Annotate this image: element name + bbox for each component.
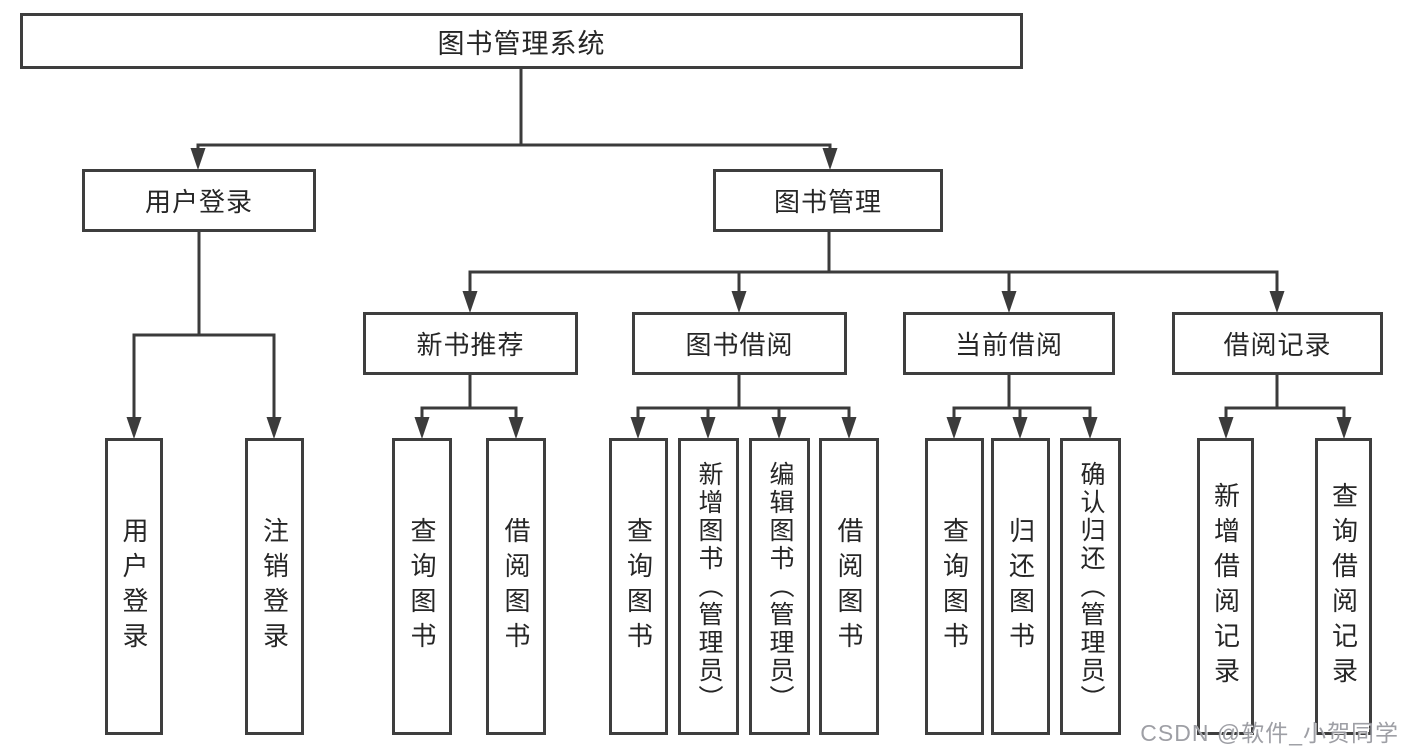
leaf-user-login: 用户登录 [105, 438, 163, 735]
leaf-borrow-books-recommend: 借阅图书 [486, 438, 546, 735]
node-book-management: 图书管理 [713, 169, 943, 232]
connector-book-borrow-to-leaves [630, 375, 857, 439]
node-user-login: 用户登录 [82, 169, 316, 232]
leaf-query-books-borrow: 查询图书 [609, 438, 668, 735]
leaf-logout-label: 注销登录 [259, 516, 290, 657]
leaf-add-borrow-record-label: 新增借阅记录 [1210, 481, 1241, 692]
connector-book-management-to-level2 [462, 232, 1285, 313]
leaf-borrow-books-label: 借阅图书 [834, 516, 864, 657]
leaf-query-books-borrow-label: 查询图书 [623, 516, 654, 657]
node-new-book-recommend-label: 新书推荐 [416, 330, 525, 360]
node-root: 图书管理系统 [20, 13, 1023, 69]
connector-current-borrow-to-leaves [946, 375, 1098, 439]
connector-new-book-to-leaves [414, 375, 524, 439]
leaf-confirm-return-admin-label: 确认归还（管理员） [1077, 460, 1105, 713]
node-user-login-label: 用户登录 [144, 187, 253, 217]
leaf-query-borrow-record-label: 查询借阅记录 [1328, 481, 1359, 692]
leaf-edit-book-admin: 编辑图书（管理员） [749, 438, 810, 735]
node-borrow-records: 借阅记录 [1172, 312, 1383, 375]
leaf-add-book-admin-label: 新增图书（管理员） [695, 460, 723, 713]
connector-root-to-level1 [190, 69, 838, 170]
node-current-borrow-label: 当前借阅 [954, 330, 1063, 360]
leaf-logout: 注销登录 [245, 438, 304, 735]
leaf-return-book: 归还图书 [991, 438, 1050, 735]
leaf-add-book-admin: 新增图书（管理员） [678, 438, 739, 735]
node-borrow-records-label: 借阅记录 [1223, 330, 1332, 360]
leaf-edit-book-admin-label: 编辑图书（管理员） [766, 460, 794, 713]
leaf-query-books-recommend: 查询图书 [392, 438, 452, 735]
leaf-confirm-return-admin: 确认归还（管理员） [1060, 438, 1121, 735]
leaf-add-borrow-record: 新增借阅记录 [1197, 438, 1254, 735]
node-book-borrow: 图书借阅 [632, 312, 847, 375]
connector-user-login-to-leaves [126, 232, 282, 439]
node-root-label: 图书管理系统 [437, 28, 606, 59]
leaf-query-borrow-record: 查询借阅记录 [1315, 438, 1372, 735]
leaf-borrow-books: 借阅图书 [819, 438, 879, 735]
leaf-query-books-recommend-label: 查询图书 [407, 516, 437, 657]
leaf-borrow-books-recommend-label: 借阅图书 [501, 516, 531, 657]
leaf-return-book-label: 归还图书 [1005, 516, 1036, 657]
watermark-text: CSDN @软件_小贺同学 [1140, 720, 1399, 746]
leaf-query-books-current-label: 查询图书 [939, 516, 970, 657]
node-book-borrow-label: 图书借阅 [685, 330, 794, 360]
leaf-user-login-label: 用户登录 [119, 516, 149, 657]
node-current-borrow: 当前借阅 [903, 312, 1115, 375]
node-new-book-recommend: 新书推荐 [363, 312, 578, 375]
node-book-management-label: 图书管理 [773, 187, 882, 217]
leaf-query-books-current: 查询图书 [925, 438, 984, 735]
connector-borrow-records-to-leaves [1218, 375, 1352, 439]
